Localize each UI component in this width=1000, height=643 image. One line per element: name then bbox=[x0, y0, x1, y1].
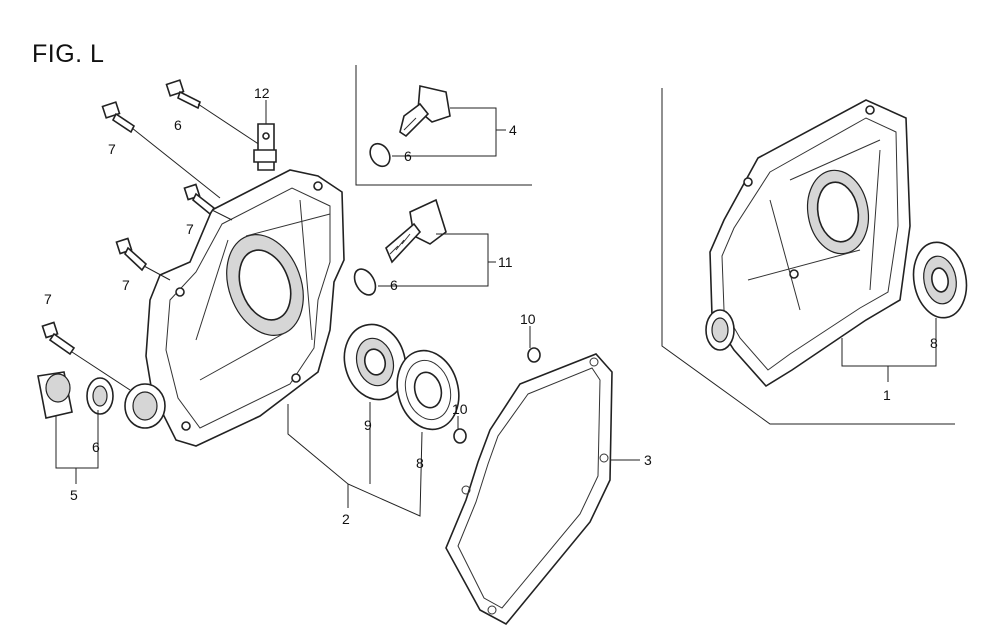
callout-8-a: 8 bbox=[416, 455, 424, 471]
flange-bolt-1 bbox=[165, 79, 201, 110]
figure-title: FIG. L bbox=[32, 40, 105, 68]
flange-bolt-3 bbox=[183, 183, 216, 216]
callout-7-d: 7 bbox=[122, 277, 130, 293]
callout-6-c: 6 bbox=[92, 439, 100, 455]
callout-8-b: 8 bbox=[930, 335, 938, 351]
flange-bolt-2 bbox=[101, 101, 136, 134]
oil-seal-cap bbox=[37, 371, 73, 419]
callout-2: 2 bbox=[342, 511, 350, 527]
crankcase-cover bbox=[145, 169, 345, 447]
callout-9: 9 bbox=[364, 417, 372, 433]
oil-seal-ring-left bbox=[86, 377, 114, 415]
ball-bearing-assembled bbox=[912, 241, 968, 319]
callout-1: 1 bbox=[883, 387, 891, 403]
dowel-pin-2 bbox=[453, 428, 467, 444]
oil-level-gauge bbox=[353, 198, 447, 296]
oil-seal-9 bbox=[343, 323, 407, 401]
callout-5: 5 bbox=[70, 487, 78, 503]
callout-11: 11 bbox=[498, 254, 513, 270]
callout-12: 12 bbox=[254, 85, 270, 101]
callout-7-b: 7 bbox=[108, 141, 116, 157]
inset-frame-oil-filler bbox=[355, 65, 532, 186]
crankcase-cover-assembly bbox=[705, 99, 911, 388]
flange-bolt-5 bbox=[41, 321, 76, 356]
cover-hub bbox=[124, 383, 166, 429]
flange-bolt-4 bbox=[115, 237, 148, 272]
callout-leader-lines bbox=[55, 100, 937, 517]
callout-6-b: 6 bbox=[390, 277, 398, 293]
crankcase-cover-gasket bbox=[445, 353, 613, 626]
callout-7-c: 7 bbox=[186, 221, 194, 237]
callout-6-a: 6 bbox=[404, 148, 412, 164]
callout-labels: 12 6 7 7 7 7 4 6 11 6 6 5 9 8 2 3 10 10 … bbox=[44, 85, 938, 527]
ball-bearing-8 bbox=[396, 349, 460, 431]
callout-7-e: 7 bbox=[44, 291, 52, 307]
callout-7-a: 6 bbox=[174, 117, 182, 133]
oil-level-gauge-inset bbox=[369, 85, 451, 168]
callout-3: 3 bbox=[644, 452, 652, 468]
bolt-leader-lines bbox=[71, 103, 261, 391]
bracket bbox=[253, 123, 277, 171]
callout-10-a: 10 bbox=[520, 311, 536, 327]
callout-10-b: 10 bbox=[452, 401, 468, 417]
callout-4: 4 bbox=[509, 122, 517, 138]
inset-frame-crankcase-assembly bbox=[661, 88, 955, 425]
dowel-pin-1 bbox=[527, 347, 541, 363]
